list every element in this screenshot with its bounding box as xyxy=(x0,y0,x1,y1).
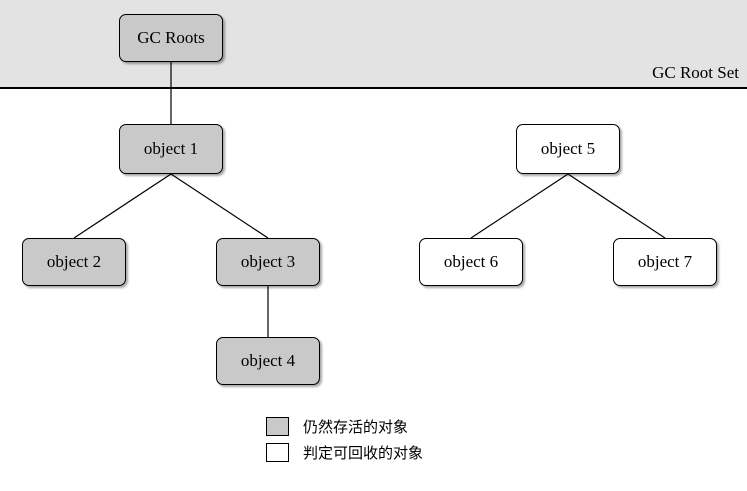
node-object-7[interactable]: object 7 xyxy=(613,238,717,286)
legend: 仍然存活的对象 判定可回收的对象 xyxy=(266,413,423,465)
node-label: object 7 xyxy=(637,252,693,271)
legend-swatch-dead-icon xyxy=(266,442,289,462)
edge-object-5-to-object-6 xyxy=(470,173,569,239)
legend-swatch-alive-icon xyxy=(266,416,289,436)
node-object-2[interactable]: object 2 xyxy=(22,238,126,286)
node-object-5[interactable]: object 5 xyxy=(516,124,620,174)
node-object-1[interactable]: object 1 xyxy=(119,124,223,174)
node-label: GC Roots xyxy=(137,28,205,47)
legend-item-alive: 仍然存活的对象 xyxy=(266,413,423,439)
node-label: object 5 xyxy=(540,139,596,158)
legend-label-dead: 判定可回收的对象 xyxy=(303,443,424,462)
node-label: object 1 xyxy=(143,139,199,158)
legend-item-dead: 判定可回收的对象 xyxy=(266,439,423,465)
edge-object-1-to-object-2 xyxy=(73,173,172,239)
edge-object-5-to-object-7 xyxy=(567,173,666,239)
gc-root-set-band: GC Root Set xyxy=(0,0,747,89)
legend-label-alive: 仍然存活的对象 xyxy=(303,417,409,436)
node-object-3[interactable]: object 3 xyxy=(216,238,320,286)
node-label: object 6 xyxy=(443,252,499,271)
node-label: object 4 xyxy=(240,351,296,370)
node-object-6[interactable]: object 6 xyxy=(419,238,523,286)
gc-root-set-label: GC Root Set xyxy=(652,63,739,82)
edge-object-1-to-object-3 xyxy=(170,173,269,239)
node-gc-roots[interactable]: GC Roots xyxy=(119,14,223,62)
node-label: object 3 xyxy=(240,252,296,271)
node-label: object 2 xyxy=(46,252,102,271)
node-object-4[interactable]: object 4 xyxy=(216,337,320,385)
